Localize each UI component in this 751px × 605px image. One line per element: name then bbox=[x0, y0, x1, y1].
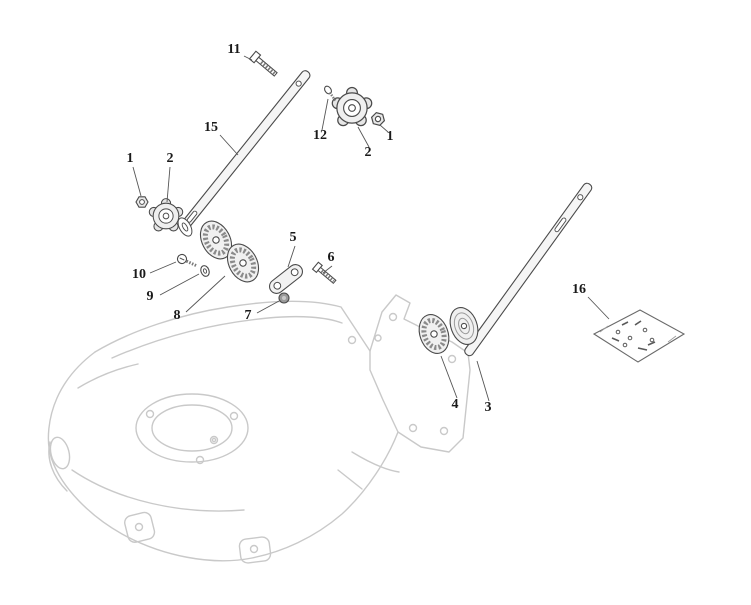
handle-mount-bracket bbox=[369, 294, 471, 453]
deck-top-edge bbox=[94, 300, 371, 353]
leader-1-right bbox=[379, 124, 389, 133]
leader-10 bbox=[149, 261, 177, 274]
leader-lines bbox=[132, 55, 610, 402]
callout-8: 8 bbox=[174, 308, 181, 323]
flange-nut-right bbox=[369, 111, 387, 127]
deck-bottom-curve bbox=[71, 469, 245, 512]
leader-5 bbox=[287, 245, 296, 268]
leader-12 bbox=[321, 98, 329, 131]
callout-6: 6 bbox=[328, 250, 335, 265]
leader-6 bbox=[322, 265, 333, 274]
bracket-hole bbox=[439, 426, 449, 436]
leader-8 bbox=[185, 275, 226, 313]
leader-11 bbox=[243, 55, 253, 61]
leader-1-left bbox=[132, 166, 142, 197]
mower-deck bbox=[47, 294, 471, 564]
callout-15: 15 bbox=[204, 120, 218, 135]
deck-bolt-hole bbox=[229, 411, 239, 421]
spacer-disc bbox=[177, 217, 193, 237]
link-lever bbox=[268, 264, 304, 294]
handle-knob-right bbox=[331, 86, 373, 127]
lower-handle-left-tube bbox=[179, 70, 311, 232]
deck-foot bbox=[238, 536, 272, 564]
bracket-hole bbox=[374, 334, 382, 342]
callout-9: 9 bbox=[147, 289, 154, 304]
callout-labels: 1 2 10 9 8 7 5 6 11 15 12 2 1 4 3 16 bbox=[127, 42, 587, 415]
blade-opening-outer bbox=[135, 393, 249, 463]
deck-foot-hole bbox=[249, 544, 259, 554]
bolt bbox=[311, 261, 337, 285]
deck-foot bbox=[124, 511, 156, 543]
bracket-hole bbox=[388, 312, 398, 322]
bracket-hole bbox=[408, 423, 418, 433]
chute-line bbox=[337, 469, 363, 490]
leader-4 bbox=[440, 355, 458, 399]
callout-7: 7 bbox=[245, 308, 252, 323]
screw bbox=[176, 253, 199, 268]
small-screw bbox=[324, 85, 337, 102]
flange-nut-left bbox=[135, 196, 149, 208]
leader-2-right bbox=[357, 126, 370, 148]
leader-15 bbox=[219, 134, 239, 156]
kit-fasteners bbox=[611, 320, 656, 351]
callout-1-right: 1 bbox=[387, 129, 394, 144]
callout-2-right: 2 bbox=[365, 145, 372, 160]
deck-rim-line bbox=[111, 315, 343, 359]
bracket-hole bbox=[447, 354, 457, 364]
callout-10: 10 bbox=[132, 267, 146, 282]
blade-opening-inner bbox=[151, 404, 233, 452]
deck-hole bbox=[347, 335, 357, 345]
callout-11: 11 bbox=[227, 42, 240, 57]
callout-3: 3 bbox=[485, 400, 492, 415]
deck-crease bbox=[77, 363, 139, 389]
cap-nut bbox=[278, 292, 290, 304]
callout-16: 16 bbox=[572, 282, 586, 297]
deck-hub bbox=[209, 435, 219, 445]
serrated-disc-right bbox=[414, 310, 454, 357]
parts bbox=[135, 50, 686, 363]
front-left-boss bbox=[49, 436, 71, 470]
leader-16 bbox=[587, 296, 610, 320]
deck-hub bbox=[211, 437, 217, 443]
lower-handle-right-tube bbox=[464, 182, 593, 357]
washer bbox=[200, 265, 210, 277]
leader-9 bbox=[159, 273, 200, 296]
deck-left-arc bbox=[48, 441, 68, 492]
callout-5: 5 bbox=[290, 230, 297, 245]
deck-bolt-hole bbox=[195, 455, 205, 465]
callout-2-left: 2 bbox=[167, 151, 174, 166]
callout-4: 4 bbox=[452, 397, 459, 412]
deck-body bbox=[47, 351, 399, 562]
chute-line bbox=[351, 451, 400, 473]
deck-foot-hole bbox=[134, 522, 144, 532]
leader-3 bbox=[476, 360, 490, 402]
fastener-kit-bag bbox=[592, 309, 686, 363]
callout-1-left: 1 bbox=[127, 151, 134, 166]
leader-7 bbox=[256, 300, 280, 314]
callout-12: 12 bbox=[313, 128, 327, 143]
carriage-bolt bbox=[248, 50, 278, 77]
deck-bolt-hole bbox=[145, 409, 155, 419]
leader-2-left bbox=[166, 166, 171, 203]
handle-knob-left bbox=[148, 198, 184, 232]
